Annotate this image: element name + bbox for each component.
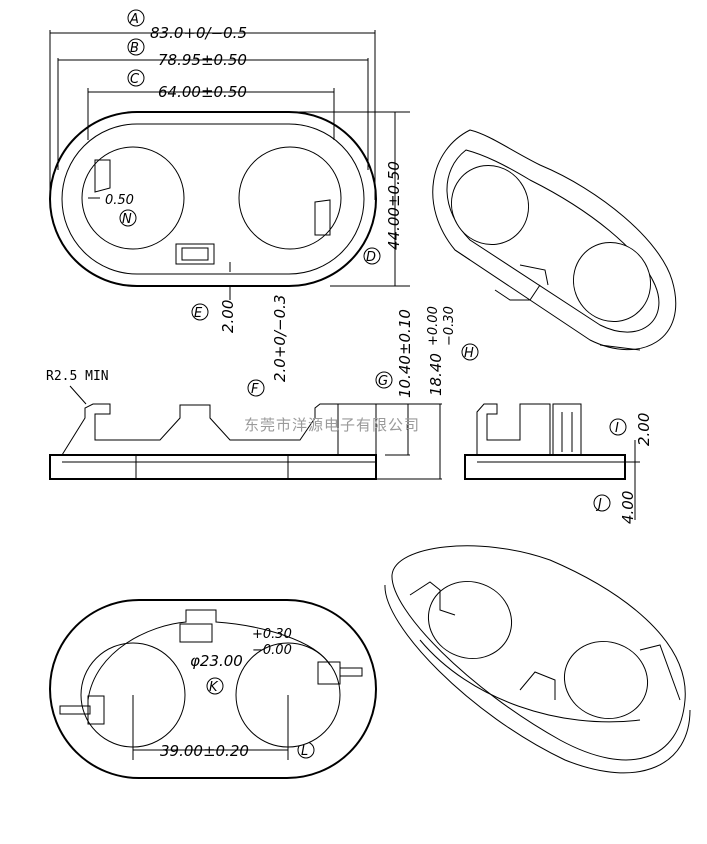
dim-h-upper: +0.00 bbox=[426, 306, 441, 346]
bottom-view bbox=[49, 599, 377, 779]
left-clip bbox=[94, 159, 111, 193]
dim-k-upper: +0.30 bbox=[252, 627, 292, 642]
callout-f: F bbox=[251, 382, 259, 397]
iso-view-top bbox=[432, 129, 677, 351]
callout-h: H bbox=[464, 346, 474, 361]
left-battery-hole bbox=[81, 146, 185, 250]
dim-k-base: φ23.00 bbox=[190, 652, 243, 670]
end-view bbox=[464, 403, 640, 520]
dim-n-text: 0.50 bbox=[105, 193, 134, 208]
right-clip bbox=[314, 199, 331, 236]
dim-g-text: 10.40±0.10 bbox=[396, 309, 414, 398]
callout-b: B bbox=[130, 41, 139, 56]
callouts: A B C D E F G H I J K L N bbox=[119, 9, 627, 759]
top-dimensions bbox=[49, 30, 410, 300]
dim-f-text: 2.0+0/−0.3 bbox=[271, 295, 289, 382]
note-radius: R2.5 MIN bbox=[46, 369, 109, 384]
dim-c-text: 64.00±0.50 bbox=[158, 83, 247, 101]
side-view: R2.5 MIN bbox=[46, 369, 442, 480]
dim-i-text: 2.00 bbox=[635, 413, 653, 446]
dim-h-lower: −0.30 bbox=[442, 306, 457, 346]
dim-h-base: 18.40 bbox=[427, 353, 445, 396]
callout-j: J bbox=[595, 497, 602, 512]
dim-l-text: 39.00±0.20 bbox=[160, 742, 249, 760]
callout-d: D bbox=[366, 250, 376, 265]
callout-g: G bbox=[378, 374, 388, 389]
callout-l: L bbox=[301, 744, 308, 759]
watermark: 东莞市洋源电子有限公司 bbox=[244, 416, 420, 434]
callout-k: K bbox=[209, 680, 219, 695]
dim-j-text: 4.00 bbox=[619, 491, 637, 524]
dim-k-lower: −0.00 bbox=[252, 643, 292, 658]
top-view bbox=[49, 111, 377, 287]
dim-a-text: 83.0+0/−0.5 bbox=[150, 24, 247, 42]
right-battery-hole bbox=[238, 146, 342, 250]
dim-e-text: 2.00 bbox=[219, 300, 237, 333]
callout-n: N bbox=[122, 212, 132, 227]
dim-d-text: 44.00±0.50 bbox=[385, 161, 403, 250]
callout-i: I bbox=[615, 421, 619, 436]
callout-a: A bbox=[129, 12, 139, 27]
center-tab bbox=[175, 243, 215, 265]
dim-b-text: 78.95±0.50 bbox=[158, 51, 247, 69]
callout-c: C bbox=[130, 72, 140, 87]
iso-view-bottom bbox=[384, 545, 691, 774]
inner-outline bbox=[61, 123, 365, 275]
callout-e: E bbox=[194, 306, 203, 321]
